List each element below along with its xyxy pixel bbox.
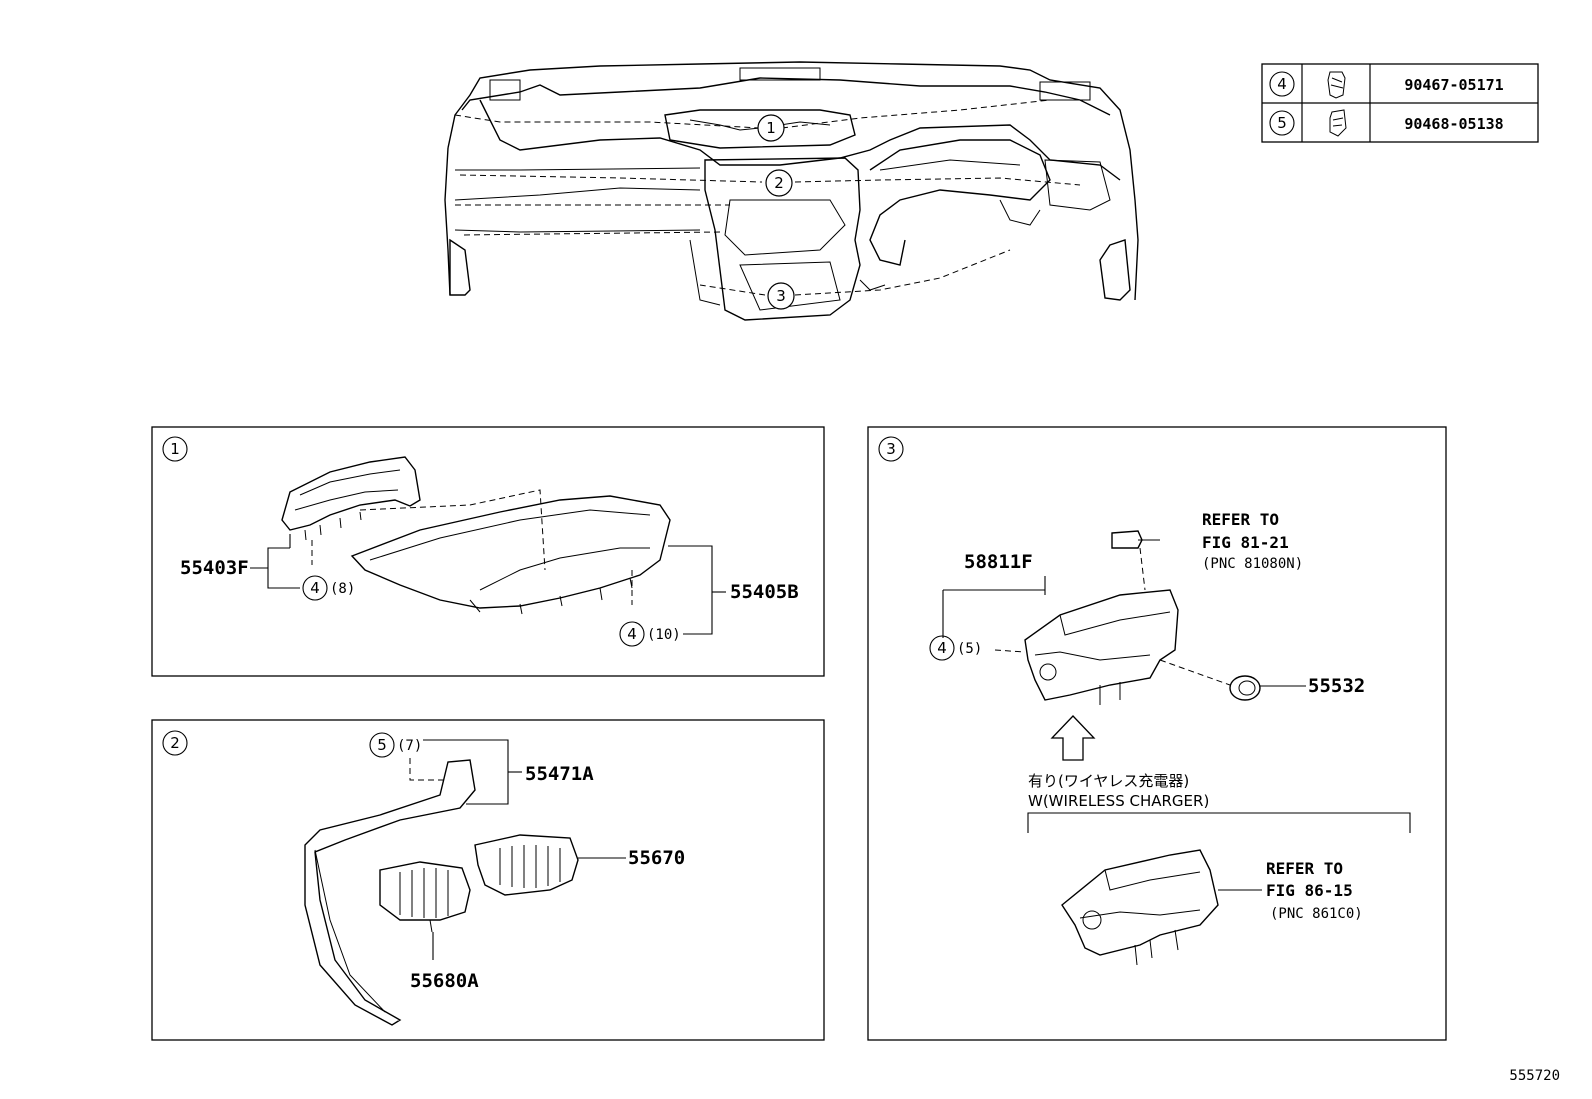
panel-1-ref: 1 — [170, 440, 180, 458]
part-58811F-console-illustration — [1024, 589, 1179, 705]
part-number-55405B: 55405B — [730, 581, 799, 603]
nut-clip-icon — [1329, 109, 1347, 137]
part-number-58811F: 58811F — [964, 551, 1033, 573]
overview-callout-2: 2 — [765, 169, 793, 197]
quantity-7: (7) — [397, 738, 422, 754]
overview-dashed-leaders — [454, 99, 1081, 296]
overview-callout-1-label: 1 — [766, 119, 776, 137]
panel-2-ref: 2 — [170, 734, 180, 752]
callout-5-qty-7: 5 — [377, 736, 387, 754]
table-row: 5 90468-05138 — [1269, 109, 1504, 137]
quantity-8: (8) — [330, 581, 355, 597]
quantity-10: (10) — [647, 627, 681, 643]
pnc-81080N: (PNC 81080N) — [1202, 556, 1303, 572]
part-55403F-illustration — [281, 456, 421, 541]
refer-to-label-2: REFER TO — [1266, 859, 1343, 878]
clip-icon — [1327, 71, 1346, 99]
part-55670-register-illustration — [474, 834, 579, 896]
table-part-no-90467: 90467-05171 — [1404, 76, 1503, 94]
figure-id: 555720 — [1509, 1068, 1560, 1084]
part-55532-plug-illustration — [1229, 675, 1261, 701]
callout-4-qty-8: 4 — [310, 579, 320, 597]
table-ref-5: 5 — [1277, 114, 1287, 132]
refer-to-fig-81-21: FIG 81-21 — [1202, 533, 1289, 552]
refer-to-label: REFER TO — [1202, 510, 1279, 529]
part-55680A-register-illustration — [379, 861, 471, 933]
part-55471A-garnish-illustration — [304, 759, 476, 1026]
part-55405B-illustration — [350, 495, 671, 615]
wireless-charger-note-jp: 有り(ワイヤレス充電器) — [1028, 772, 1189, 790]
part-number-55471A: 55471A — [525, 763, 594, 785]
part-number-55680A: 55680A — [410, 970, 479, 992]
fastener-parts-table: 4 90467-05171 5 90468-05138 — [1261, 63, 1539, 143]
overview-callout-2-label: 2 — [774, 174, 784, 192]
quantity-5: (5) — [957, 641, 982, 657]
connector-81080N-illustration — [1111, 530, 1160, 549]
pnc-861C0: (PNC 861C0) — [1270, 906, 1363, 922]
table-part-no-90468: 90468-05138 — [1404, 115, 1503, 133]
overview-callout-3-label: 3 — [776, 287, 786, 305]
wireless-charger-note-en: W(WIRELESS CHARGER) — [1028, 792, 1209, 810]
callout-4-qty-5: 4 — [937, 639, 947, 657]
panel-1: 1 55403F 4 (8) 55405B 4 (10) — [151, 426, 825, 677]
refer-to-fig-86-15: FIG 86-15 — [1266, 881, 1353, 900]
panel-3-ref: 3 — [886, 440, 896, 458]
overview-callout-1: 1 — [757, 114, 785, 142]
overview-callout-3: 3 — [767, 282, 795, 310]
panel-3: 3 REFER TO FIG 81-21 (PNC 81080N) 58811F… — [867, 426, 1447, 1041]
part-number-55532: 55532 — [1308, 675, 1365, 697]
up-arrow-icon — [1050, 715, 1096, 761]
part-number-55403F: 55403F — [180, 557, 249, 579]
panel-2: 2 5 (7) 55471A 55670 55680A — [151, 719, 825, 1041]
part-number-55670: 55670 — [628, 847, 685, 869]
table-row: 4 90467-05171 — [1269, 71, 1504, 99]
callout-4-qty-10: 4 — [627, 625, 637, 643]
dashboard-overview-illustration — [444, 61, 1139, 321]
wireless-charger-assembly-illustration — [1061, 849, 1219, 966]
table-ref-4: 4 — [1277, 75, 1287, 93]
